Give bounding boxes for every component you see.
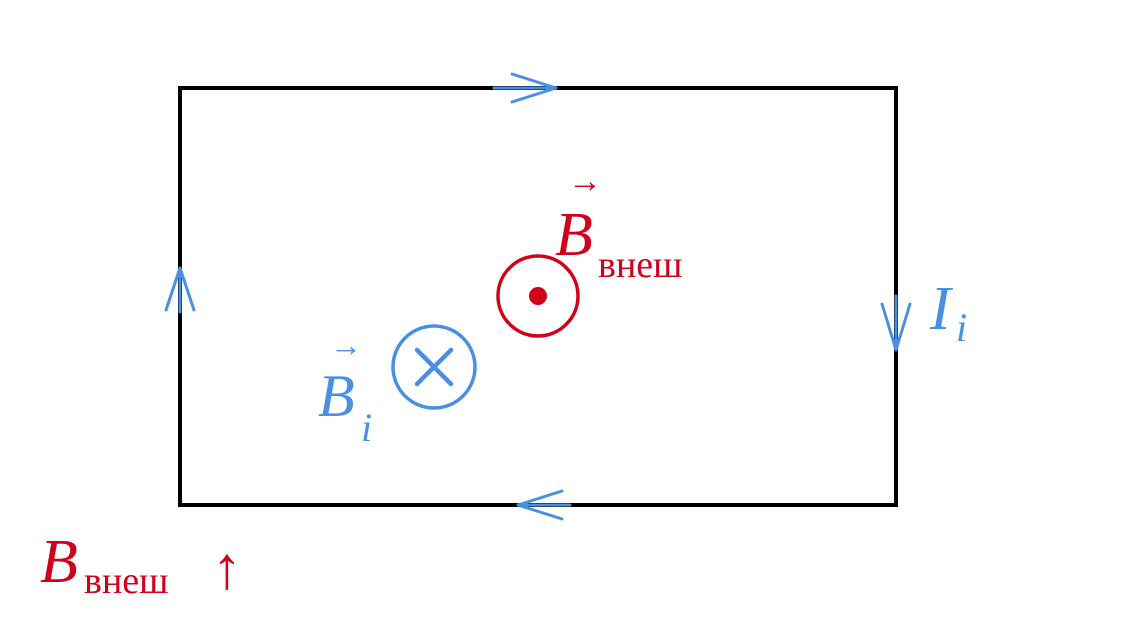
current-symbol: I <box>929 275 954 343</box>
vector-arrow: → <box>330 327 362 363</box>
into-page-cross-icon <box>391 324 477 410</box>
external-field-subscript: внеш <box>598 244 682 286</box>
current-arrow-top <box>492 72 558 104</box>
induced-field-symbol: B <box>318 363 355 429</box>
induced-current-label: I i <box>929 275 967 350</box>
external-field-vector-label: → B внеш <box>555 163 682 286</box>
vector-arrow: → <box>568 163 602 200</box>
current-arrow-right <box>880 294 912 352</box>
condition-subscript: внеш <box>84 560 168 602</box>
condition-symbol: B <box>40 528 78 596</box>
increasing-arrow-icon: ↑ <box>212 535 242 601</box>
induced-field-vector-label: → B i <box>318 327 372 450</box>
current-subscript: i <box>956 305 967 350</box>
current-arrow-bottom <box>516 489 572 521</box>
current-arrow-left <box>164 266 196 314</box>
out-of-page-dot-icon <box>496 254 580 338</box>
induced-field-subscript: i <box>361 405 372 450</box>
external-field-symbol: B <box>555 201 593 269</box>
condition-label: B внеш ↑ <box>40 528 242 602</box>
